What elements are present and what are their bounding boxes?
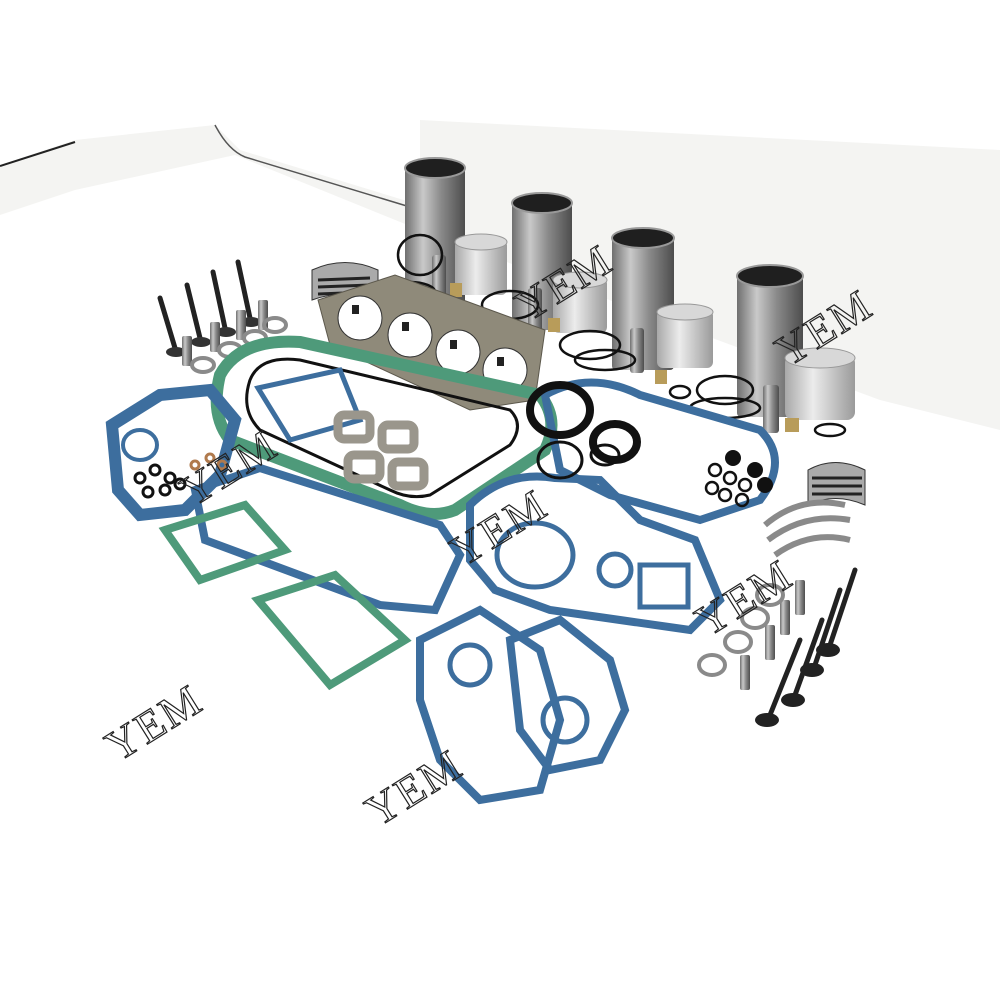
seal-plugs [725, 450, 773, 493]
side-cover-gasket [190, 463, 465, 615]
oil-pump-gasket [505, 615, 630, 775]
backdrop [0, 120, 1000, 430]
oil-seals [526, 381, 641, 480]
exhaust-valves [755, 567, 858, 727]
intake-valves [157, 259, 261, 357]
cylinder-head-gasket [317, 274, 546, 411]
o-rings [133, 452, 228, 499]
valve-seats-right [697, 583, 785, 677]
thrust-washers [763, 499, 851, 558]
valve-cover-gasket [254, 367, 364, 443]
rear-cover-gasket [105, 383, 242, 522]
manifold-gaskets [333, 410, 429, 491]
water-pump-gasket [416, 605, 565, 805]
tappet-cover-gaskets [158, 500, 412, 691]
pistons [454, 233, 856, 420]
valve-guides-right [740, 580, 805, 690]
front-cover-gasket [540, 378, 779, 525]
oil-pan-gasket [210, 335, 558, 520]
small-o-rings [704, 462, 753, 508]
